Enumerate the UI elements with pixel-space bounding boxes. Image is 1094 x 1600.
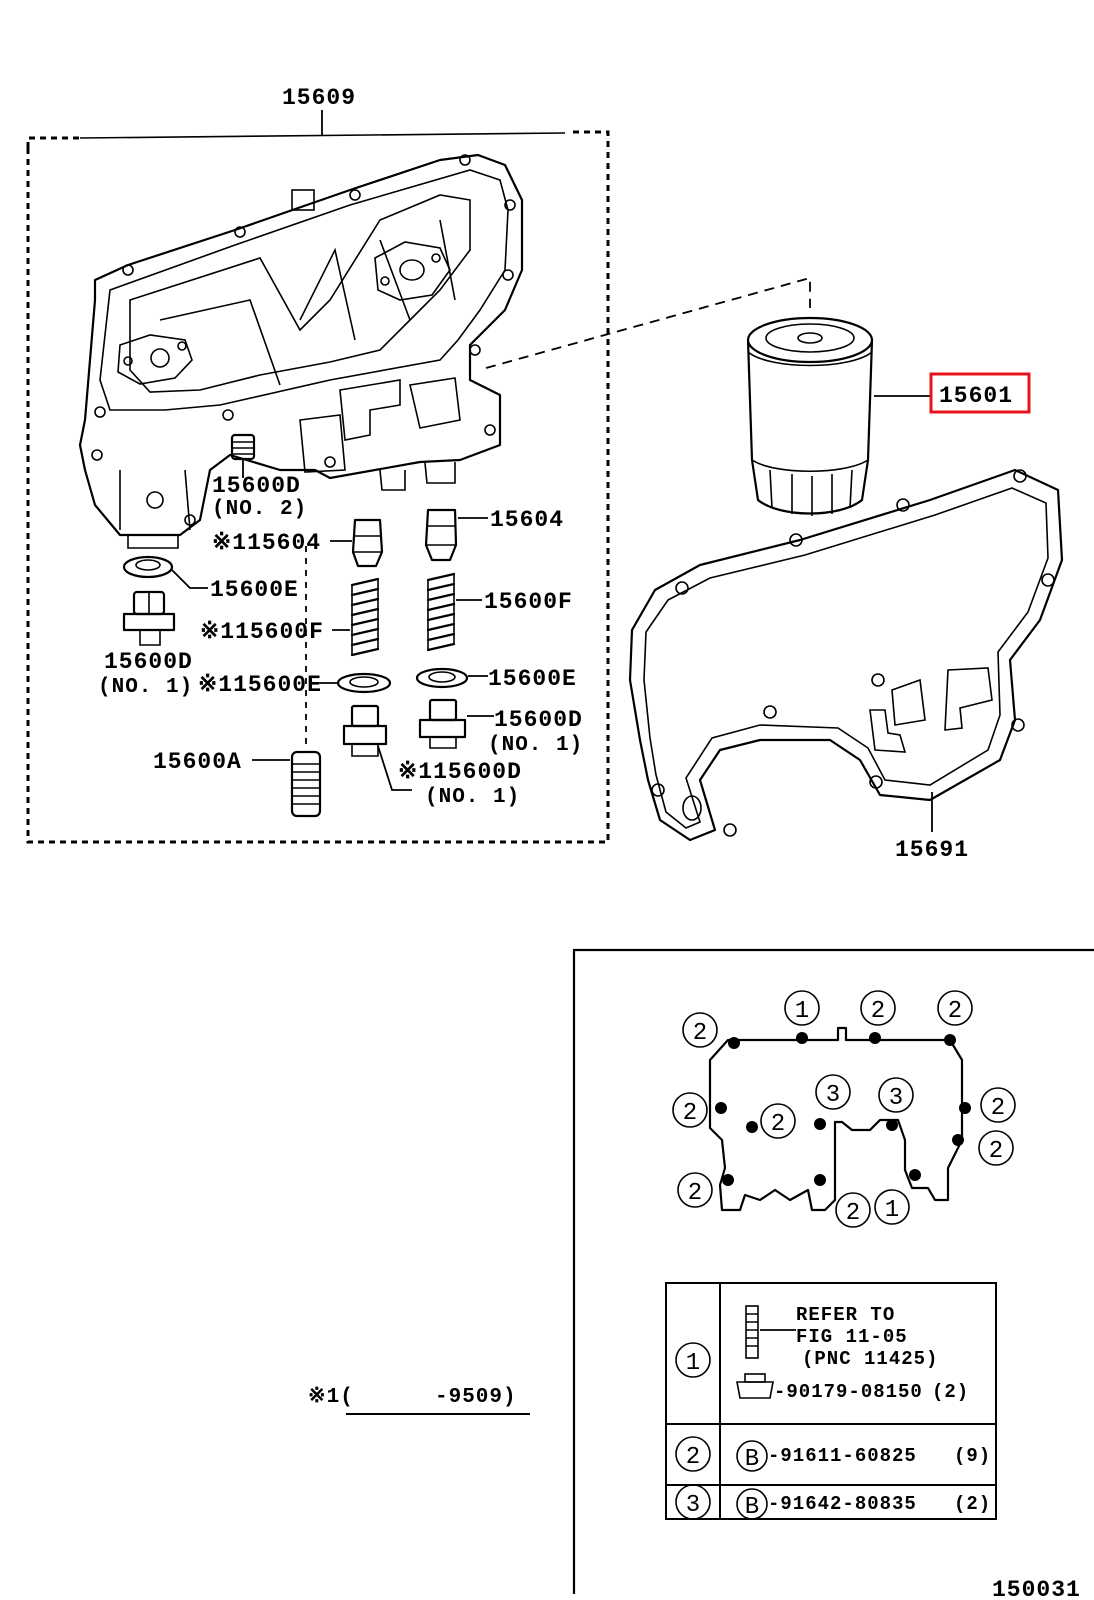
bolt-mark: 3 <box>878 1077 914 1113</box>
label-plug-right-sub: (NO. 1) <box>488 734 583 757</box>
label-sleeve[interactable]: 15600A <box>153 749 242 775</box>
legend-badge: B <box>745 1494 759 1521</box>
legend-index: 2 <box>686 1444 700 1471</box>
bolt-mark: 2 <box>835 1192 871 1228</box>
svg-text:2: 2 <box>846 1200 860 1227</box>
label-assembly-15609[interactable]: 15609 <box>282 85 356 111</box>
stud-bolt-icon <box>745 1305 796 1359</box>
label-spring-right[interactable]: 15600F <box>484 589 573 615</box>
relief-valve-left-part <box>330 518 384 568</box>
bolt-mark: 2 <box>978 1130 1014 1166</box>
legend-index: 1 <box>686 1350 700 1377</box>
bolt-mark: 2 <box>980 1087 1016 1123</box>
legend-table: 1 REFER TO FIG 11-05 (PNC 11425) -90179-… <box>665 1282 997 1521</box>
legend-badge: B <box>745 1446 759 1473</box>
svg-text:2: 2 <box>693 1020 707 1047</box>
oil-cooler-housing <box>78 153 524 549</box>
legend-ref-line3: (PNC 11425) <box>802 1348 938 1370</box>
label-plug-no1-left-sub: (NO. 1) <box>98 676 193 699</box>
bolt-map-panel: 1 2 2 2 2 2 2 2 2 3 3 2 1 <box>572 948 1094 1594</box>
bolt-mark: 2 <box>677 1172 713 1208</box>
spring-right-part <box>426 572 482 652</box>
assembly-frame <box>26 110 610 844</box>
plug-right-part <box>418 698 494 749</box>
bolt-mark: 2 <box>860 990 896 1026</box>
svg-text:3: 3 <box>826 1082 840 1109</box>
bolt-mark: 1 <box>784 990 820 1026</box>
legend-row: 3 B -91642-80835 (2) <box>675 1484 991 1521</box>
footnote: ※1( -9509) <box>308 1385 530 1415</box>
label-valve-right[interactable]: 15604 <box>490 507 564 533</box>
label-washer-mid-left[interactable]: ※115600E <box>198 672 322 698</box>
sleeve-part <box>252 540 322 818</box>
bolt-type-badge-icon <box>736 1440 768 1472</box>
legend-quantity: (2) <box>954 1493 991 1515</box>
label-gasket[interactable]: 15691 <box>895 837 969 863</box>
label-washer-right[interactable]: 15600E <box>488 666 577 692</box>
relief-valve-right-part <box>424 508 488 562</box>
legend-index: 3 <box>686 1492 700 1519</box>
svg-text:1: 1 <box>885 1197 899 1224</box>
svg-text:2: 2 <box>683 1100 697 1127</box>
nut-icon <box>736 1373 774 1399</box>
label-plug-no1-left[interactable]: 15600D <box>104 649 193 675</box>
washer-left-part <box>122 555 208 589</box>
svg-text:2: 2 <box>688 1180 702 1207</box>
plug-no1-left-part <box>122 590 176 646</box>
legend-ref-line1: REFER TO <box>796 1304 895 1326</box>
bolt-mark: 3 <box>815 1074 851 1110</box>
label-plug-bottom[interactable]: ※115600D <box>398 759 522 785</box>
plug-bottom-part <box>342 704 412 791</box>
svg-text:3: 3 <box>889 1085 903 1112</box>
legend-part-number[interactable]: -91642-80835 <box>768 1493 917 1515</box>
bolt-mark: 2 <box>682 1012 718 1048</box>
label-plug-no2[interactable]: 15600D <box>212 473 301 499</box>
legend-row: 2 B -91611-60825 (9) <box>675 1436 991 1473</box>
oil-filter-part <box>485 276 932 516</box>
label-valve-left[interactable]: ※115604 <box>212 530 321 556</box>
washer-right-part <box>415 667 488 689</box>
legend-part-number[interactable]: -91611-60825 <box>768 1445 917 1467</box>
figure-code: 150031 <box>992 1577 1081 1600</box>
spring-left-part <box>332 577 380 657</box>
label-plug-bottom-sub: (NO. 1) <box>425 786 520 809</box>
bolt-mark: 2 <box>760 1103 796 1139</box>
plug-no2-part <box>230 433 256 478</box>
svg-text:2: 2 <box>991 1095 1005 1122</box>
legend-ref-line2: FIG 11-05 <box>796 1326 908 1348</box>
washer-mid-left-part <box>318 672 392 694</box>
footnote-range: -9509) <box>435 1386 517 1409</box>
label-plug-no2-sub: (NO. 2) <box>212 498 307 521</box>
highlight-box <box>929 372 1031 414</box>
legend-quantity: (9) <box>954 1445 991 1467</box>
label-plug-right[interactable]: 15600D <box>494 707 583 733</box>
legend-part-number[interactable]: -90179-08150 <box>774 1381 923 1403</box>
legend-quantity: (2) <box>932 1381 969 1403</box>
label-washer-left[interactable]: 15600E <box>210 577 299 603</box>
svg-text:2: 2 <box>989 1138 1003 1165</box>
bolt-mark: 2 <box>937 990 973 1026</box>
label-oil-filter[interactable]: 15601 <box>939 383 1013 409</box>
footnote-marker: ※1( <box>308 1385 354 1409</box>
svg-text:1: 1 <box>795 998 809 1025</box>
svg-text:2: 2 <box>948 998 962 1025</box>
label-spring-left[interactable]: ※115600F <box>200 619 324 645</box>
bolt-type-badge-icon <box>736 1488 768 1520</box>
bolt-mark: 1 <box>874 1189 910 1225</box>
svg-text:2: 2 <box>871 998 885 1025</box>
svg-text:2: 2 <box>771 1111 785 1138</box>
gasket-part <box>628 468 1064 842</box>
bolt-mark: 2 <box>672 1092 708 1128</box>
legend-row: 1 REFER TO FIG 11-05 (PNC 11425) -90179-… <box>675 1304 969 1403</box>
